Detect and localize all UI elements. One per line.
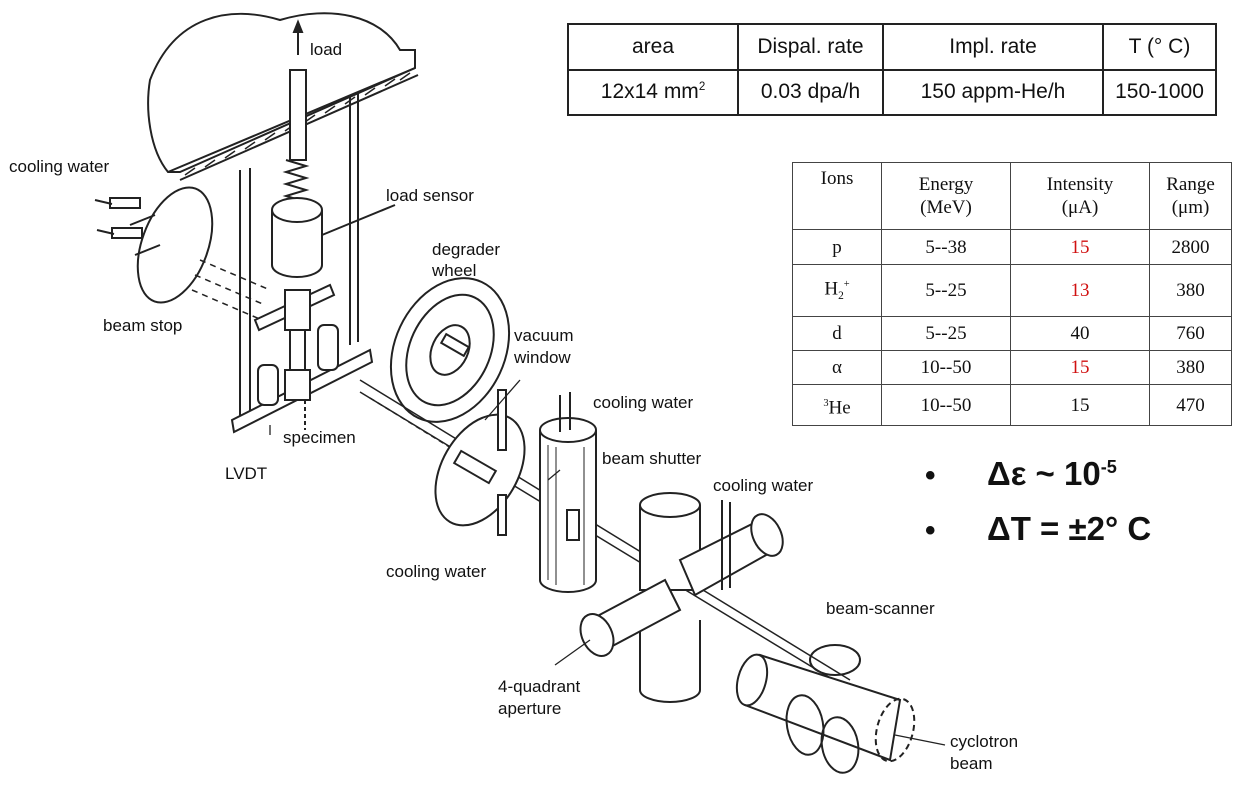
cell-intensity: 15	[1010, 384, 1150, 426]
label-cooling-water-shutter: cooling water	[593, 393, 694, 412]
label-cooling-water-slits: cooling water	[713, 476, 814, 495]
cell-ion: H2+	[792, 263, 882, 317]
table-header-row: area Dispal. rate Impl. rate T (° C)	[567, 23, 1217, 71]
table-header-row: Ions Energy(MeV) Intensity(μA) Range(μm)	[792, 161, 1232, 231]
cell-range: 2800	[1149, 229, 1232, 265]
label-cooling-water-window: cooling water	[386, 562, 487, 581]
cell-energy: 10--50	[881, 349, 1011, 386]
label-aperture-line1: 4-quadrant	[498, 677, 581, 696]
cell-intensity: 40	[1010, 315, 1150, 351]
label-cooling-water-beam-stop: cooling water	[9, 157, 110, 176]
label-beam-stop: beam stop	[103, 316, 183, 335]
cell-intensity: 13	[1010, 263, 1150, 317]
header-temperature: T (° C)	[1102, 23, 1217, 71]
beam-shutter	[539, 392, 597, 593]
cell-ion: d	[792, 315, 882, 351]
label-vacuum-window-line1: vacuum	[514, 326, 574, 345]
cell-impl-rate: 150 appm-He/h	[882, 68, 1104, 116]
slit-assembly	[579, 492, 784, 703]
bullet-temperature-stability: •ΔT = ±2° C	[925, 510, 1152, 547]
load-rod	[289, 69, 307, 161]
cell-intensity: 15	[1010, 349, 1150, 386]
specimen-holder	[253, 283, 339, 430]
table-row: α 10--50 15 380	[792, 349, 1232, 386]
load-sensor	[271, 197, 323, 278]
label-load: load	[310, 40, 343, 59]
cell-area: 12x14 mm2	[567, 68, 739, 116]
table-row: d 5--25 40 760	[792, 315, 1232, 351]
cell-energy: 5--25	[881, 315, 1011, 351]
table-row: H2+ 5--25 13 380	[792, 263, 1232, 317]
label-cyclotron-line1: cyclotron	[950, 732, 1019, 751]
label-degrader-wheel-line1: degrader	[432, 240, 501, 259]
header-dispal-rate: Dispal. rate	[737, 23, 884, 71]
cell-range: 470	[1149, 384, 1232, 426]
label-load-sensor: load sensor	[386, 186, 474, 205]
label-cyclotron-line2: beam	[950, 754, 993, 773]
label-specimen: specimen	[283, 428, 356, 447]
label-beam-scanner: beam-scanner	[826, 599, 935, 618]
cell-energy: 5--25	[881, 263, 1011, 317]
label-vacuum-window-line2: window	[514, 348, 571, 367]
cell-range: 760	[1149, 315, 1232, 351]
table-row: p 5--38 15 2800	[792, 229, 1232, 265]
cell-energy: 5--38	[881, 229, 1011, 265]
support-plate	[147, 12, 419, 181]
bullet-strain-resolution: •Δε ~ 10-5	[925, 455, 1117, 492]
bullet-icon: •	[925, 459, 936, 492]
label-degrader-wheel-line2: wheel	[432, 261, 477, 280]
cell-ion: α	[792, 349, 882, 386]
header-energy: Energy(MeV)	[881, 161, 1011, 231]
header-range: Range(μm)	[1149, 161, 1232, 231]
beam-stop	[94, 186, 271, 321]
header-intensity: Intensity(μA)	[1010, 161, 1150, 231]
irradiation-parameters-table: area Dispal. rate Impl. rate T (° C) 12x…	[567, 23, 1217, 116]
header-impl-rate: Impl. rate	[882, 23, 1104, 71]
cell-energy: 10--50	[881, 384, 1011, 426]
ions-table: Ions Energy(MeV) Intensity(μA) Range(μm)…	[792, 161, 1232, 426]
table-row: 3He 10--50 15 470	[792, 384, 1232, 426]
vacuum-window	[434, 389, 526, 536]
cell-ion: p	[792, 229, 882, 265]
cell-ion: 3He	[792, 384, 882, 426]
cell-dispal-rate: 0.03 dpa/h	[737, 68, 884, 116]
table-row: 12x14 mm2 0.03 dpa/h 150 appm-He/h 150-1…	[567, 68, 1217, 116]
header-area: area	[567, 23, 739, 71]
cell-intensity: 15	[1010, 229, 1150, 265]
label-aperture-line2: aperture	[498, 699, 562, 718]
label-lvdt: LVDT	[225, 464, 268, 483]
degrader-wheel	[389, 277, 511, 423]
cell-temperature: 150-1000	[1102, 68, 1217, 116]
leader-lines	[269, 379, 946, 746]
cell-range: 380	[1149, 349, 1232, 386]
beam-scanner	[735, 644, 916, 774]
bullet-icon: •	[925, 514, 936, 547]
header-ions: Ions	[792, 161, 882, 231]
cell-range: 380	[1149, 263, 1232, 317]
label-beam-shutter: beam shutter	[602, 449, 702, 468]
